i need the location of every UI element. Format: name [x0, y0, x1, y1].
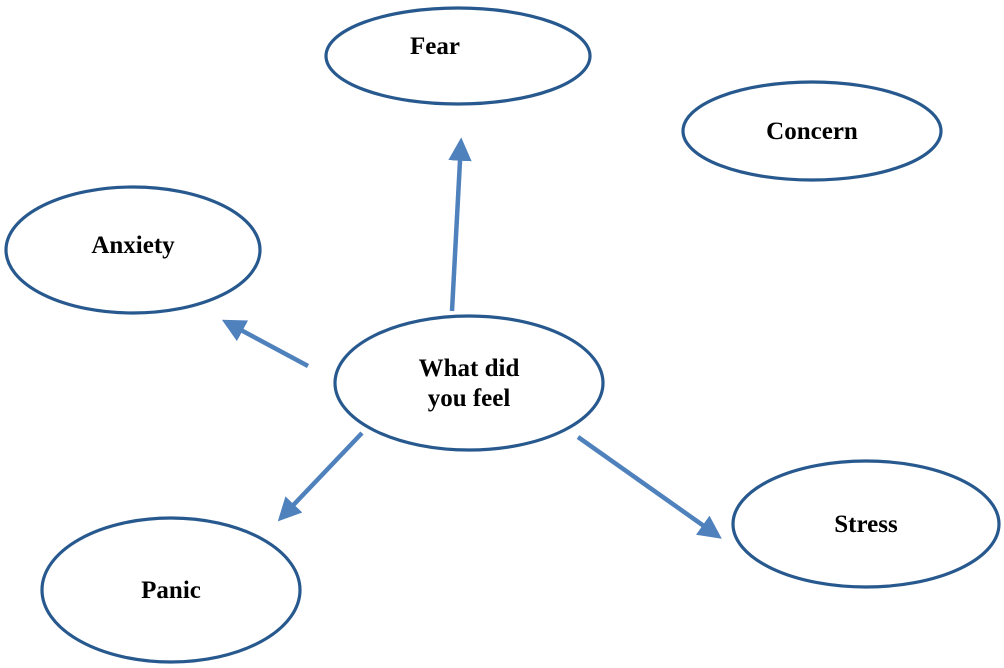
anxiety-ellipse	[4, 185, 262, 315]
fear-ellipse	[324, 6, 592, 106]
stress-label: Stress	[834, 511, 898, 538]
center-ellipse	[333, 314, 605, 452]
panic-label: Panic	[141, 577, 201, 604]
concern-ellipse	[681, 80, 943, 182]
concern-label: Concern	[766, 118, 858, 145]
stress-ellipse	[731, 459, 1001, 589]
fear-label: Fear	[410, 33, 460, 60]
edge-center-to-fear	[448, 137, 472, 312]
node-fear: Fear	[324, 6, 592, 106]
node-anxiety: Anxiety	[4, 185, 262, 315]
edge-center-to-stress	[576, 435, 722, 539]
edges	[221, 137, 722, 539]
center-label-line1: What did	[419, 355, 520, 382]
center-label-line2: you feel	[428, 385, 511, 412]
node-concern: Concern	[681, 80, 943, 182]
edge-center-to-panic	[277, 431, 364, 522]
anxiety-label: Anxiety	[91, 232, 175, 259]
node-stress: Stress	[731, 459, 1001, 589]
panic-ellipse	[40, 516, 302, 664]
edge-center-to-anxiety	[221, 319, 310, 368]
node-center: What did you feel	[333, 314, 605, 452]
node-panic: Panic	[40, 516, 302, 664]
